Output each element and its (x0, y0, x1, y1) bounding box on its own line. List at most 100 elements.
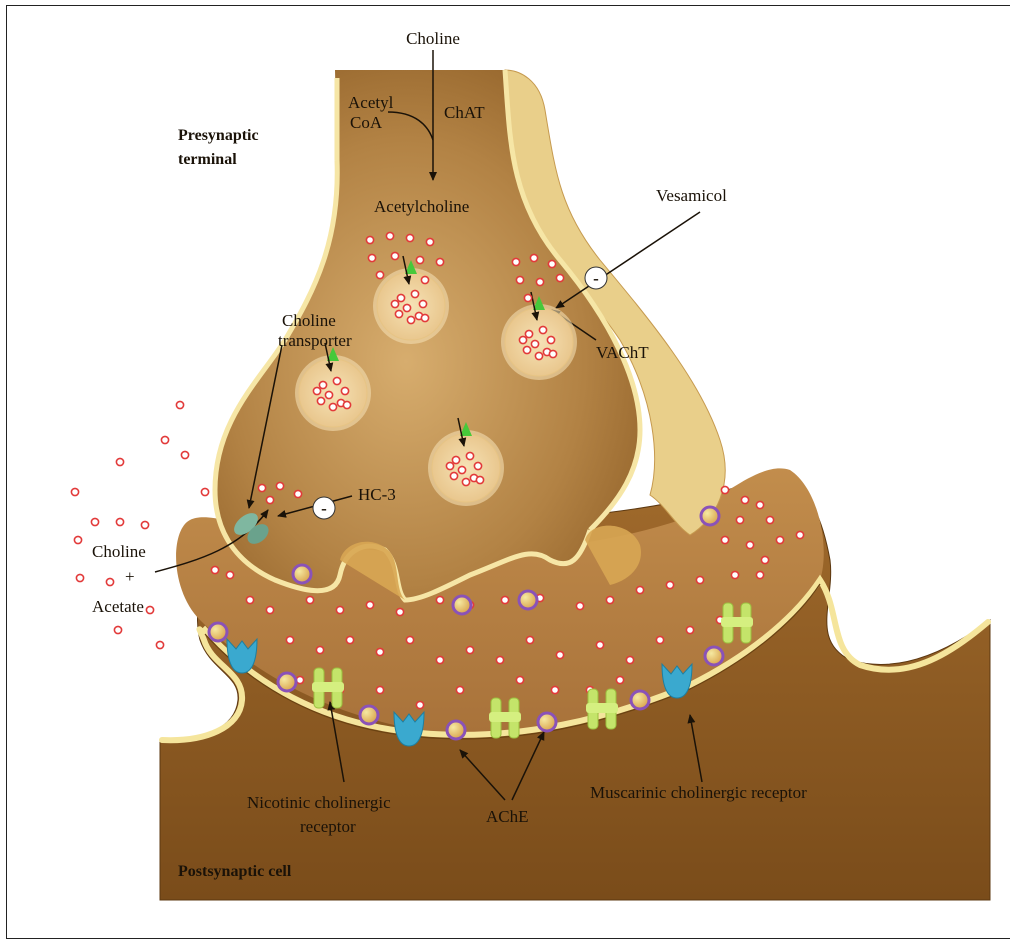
ach-molecule (106, 578, 113, 585)
ach-molecule (446, 462, 453, 469)
ach-molecule (76, 574, 83, 581)
ach-molecule (736, 516, 743, 523)
ach-molecule (336, 606, 343, 613)
vesamicol-inhibit-icon: - (585, 267, 607, 289)
postsynaptic-label: Postsynaptic cell (178, 863, 292, 880)
ach-molecule (343, 401, 350, 408)
ach-molecule (746, 541, 753, 548)
ach-molecule (606, 596, 613, 603)
ach-molecule (426, 238, 433, 245)
muscarinic-label: Muscarinic cholinergic receptor (590, 783, 807, 802)
ache-enzyme (278, 673, 296, 691)
ach-molecule (466, 646, 473, 653)
ach-molecule (407, 316, 414, 323)
ach-molecule (512, 258, 519, 265)
ach-molecule (696, 576, 703, 583)
ach-molecule (416, 701, 423, 708)
ach-molecule (616, 676, 623, 683)
vacht-label: VAChT (596, 343, 649, 362)
ach-molecule (501, 596, 508, 603)
ach-molecule (406, 636, 413, 643)
ach-molecule (176, 401, 183, 408)
ach-molecule (666, 581, 673, 588)
ach-molecule (333, 377, 340, 384)
ach-molecule (181, 451, 188, 458)
ach-molecule (421, 276, 428, 283)
ach-molecule (436, 656, 443, 663)
ach-molecule (526, 636, 533, 643)
ach-molecule (368, 254, 375, 261)
ach-molecule (376, 648, 383, 655)
ach-molecule (411, 290, 418, 297)
ach-molecule (656, 636, 663, 643)
ach-molecule (576, 602, 583, 609)
nicotinic-label-line1: Nicotinic cholinergic (247, 793, 391, 812)
presynaptic-label-line1: Presynaptic (178, 127, 259, 144)
ach-molecule (436, 596, 443, 603)
ach-molecule (319, 381, 326, 388)
ach-molecule (395, 310, 402, 317)
ach-molecule (266, 496, 273, 503)
svg-text:-: - (593, 269, 599, 288)
ach-molecule (476, 476, 483, 483)
ach-molecule (116, 518, 123, 525)
ach-molecule (421, 314, 428, 321)
ach-molecule (539, 326, 546, 333)
ach-molecule (436, 258, 443, 265)
acetate-label: Acetate (92, 597, 144, 616)
ach-molecule (376, 271, 383, 278)
ach-molecule (516, 276, 523, 283)
ach-molecule (366, 236, 373, 243)
ache-label: AChE (486, 807, 529, 826)
ach-molecule (403, 304, 410, 311)
ach-molecule (246, 596, 253, 603)
ach-molecule (341, 387, 348, 394)
ach-molecule (406, 234, 413, 241)
ach-molecule (761, 556, 768, 563)
ach-molecule (551, 686, 558, 693)
plus-label: + (125, 567, 135, 586)
ach-molecule (721, 536, 728, 543)
ach-molecule (525, 330, 532, 337)
ach-molecule (329, 403, 336, 410)
ach-molecule (376, 686, 383, 693)
ach-molecule (596, 641, 603, 648)
ach-molecule (776, 536, 783, 543)
ach-molecule (258, 484, 265, 491)
ach-molecule (346, 636, 353, 643)
chat-label: ChAT (444, 103, 485, 122)
ach-molecule (549, 350, 556, 357)
acetylcholine-label: Acetylcholine (374, 197, 469, 216)
ach-molecule (766, 516, 773, 523)
ach-molecule (686, 626, 693, 633)
ach-molecule (161, 436, 168, 443)
ach-molecule (556, 274, 563, 281)
ach-molecule (547, 336, 554, 343)
ach-molecule (201, 488, 208, 495)
choline-transporter-label-line2: transporter (278, 331, 352, 350)
ach-molecule (397, 294, 404, 301)
choline-left-label: Choline (92, 542, 146, 561)
ach-molecule (91, 518, 98, 525)
ach-molecule (530, 254, 537, 261)
ach-molecule (294, 490, 301, 497)
ach-molecule (636, 586, 643, 593)
ach-molecule (211, 566, 218, 573)
choline-top-label: Choline (406, 29, 460, 48)
presynaptic-label-line2: terminal (178, 151, 237, 168)
ach-molecule (626, 656, 633, 663)
ach-molecule (156, 641, 163, 648)
ache-enzyme (631, 691, 649, 709)
ach-molecule (141, 521, 148, 528)
ach-molecule (391, 252, 398, 259)
ach-molecule (386, 232, 393, 239)
ach-molecule (524, 294, 531, 301)
ache-enzyme (705, 647, 723, 665)
ach-molecule (116, 458, 123, 465)
ach-molecule (226, 571, 233, 578)
ach-molecule (317, 397, 324, 404)
hc3-inhibit-icon: - (313, 497, 335, 519)
ach-molecule (286, 636, 293, 643)
